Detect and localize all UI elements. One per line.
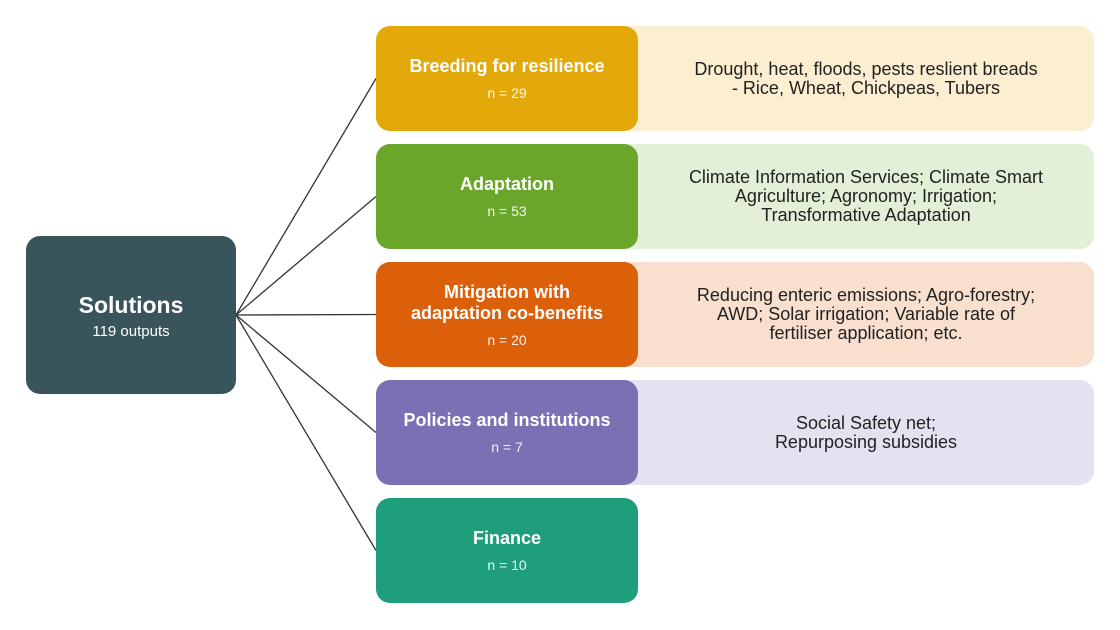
category-count: n = 20	[487, 331, 527, 348]
category-count: n = 10	[487, 557, 527, 573]
category-count: n = 53	[487, 203, 527, 219]
category-title: Finance	[472, 528, 542, 548]
description-text: Drought, heat, floods, pests reslient br…	[694, 58, 1038, 98]
connector-line-2	[235, 313, 377, 316]
category-box-policies: Policies and institutions n = 7	[376, 380, 638, 485]
description-text: Reducing enteric emissions; Agro-forestr…	[696, 285, 1036, 343]
category-box-finance: Finance n = 10	[376, 498, 638, 603]
description-box-breeding: Drought, heat, floods, pests reslient br…	[620, 26, 1094, 131]
connector-line-1	[235, 196, 377, 316]
category-box-adaptation: Adaptation n = 53	[376, 144, 638, 249]
connector-line-4	[235, 314, 377, 551]
category-box-mitigation: Mitigation with adaptation co-benefits n…	[376, 262, 638, 367]
category-title: Mitigation with adaptation co-benefits	[410, 281, 603, 323]
category-box-breeding: Breeding for resilience n = 29	[376, 26, 638, 131]
category-title: Adaptation	[460, 174, 554, 194]
root-title: Solutions	[78, 291, 184, 318]
category-count: n = 7	[491, 439, 523, 455]
description-text: Climate Information Services; Climate Sm…	[688, 167, 1044, 225]
root-subtitle: 119 outputs	[92, 322, 170, 340]
description-box-policies: Social Safety net; Repurposing subsidies	[620, 380, 1094, 485]
description-box-adaptation: Climate Information Services; Climate Sm…	[620, 144, 1094, 249]
connector-line-0	[235, 78, 377, 316]
solutions-root-box: Solutions 119 outputs	[26, 236, 236, 394]
category-title: Breeding for resilience	[409, 56, 605, 76]
description-text: Social Safety net; Repurposing subsidies	[774, 412, 958, 452]
category-title: Policies and institutions	[403, 410, 611, 430]
description-box-mitigation: Reducing enteric emissions; Agro-forestr…	[620, 262, 1094, 367]
connector-line-3	[235, 314, 377, 433]
category-count: n = 29	[487, 85, 527, 101]
